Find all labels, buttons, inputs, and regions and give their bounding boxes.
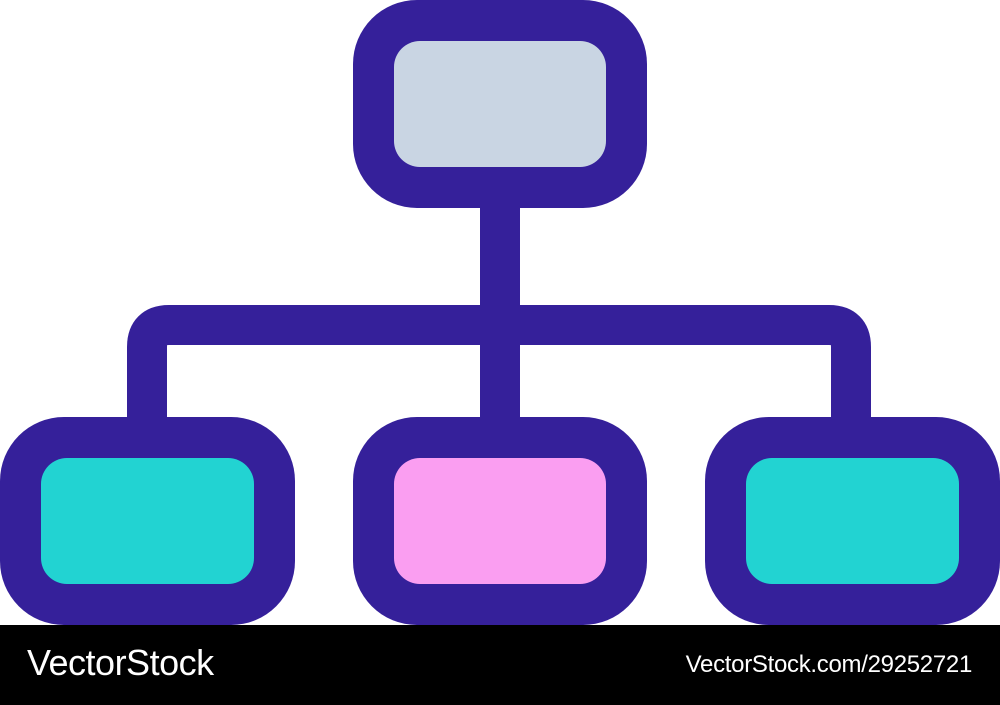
root-node — [353, 0, 647, 208]
hierarchy-svg — [0, 0, 1000, 625]
right-child-fill — [746, 458, 959, 584]
right-child-node — [705, 417, 1000, 625]
vectorstock-logo: VectorStock — [27, 642, 214, 683]
hierarchy-icon — [0, 0, 1000, 625]
connector-lines — [127, 205, 871, 418]
root-node-fill — [394, 41, 606, 167]
left-child-fill — [41, 458, 254, 584]
left-child-node — [0, 417, 295, 625]
center-child-node — [353, 417, 647, 625]
watermark-footer: VectorStock VectorStock.com/29252721 — [0, 625, 1000, 705]
center-child-fill — [394, 458, 606, 584]
stock-image-id: VectorStock.com/29252721 — [685, 651, 973, 678]
